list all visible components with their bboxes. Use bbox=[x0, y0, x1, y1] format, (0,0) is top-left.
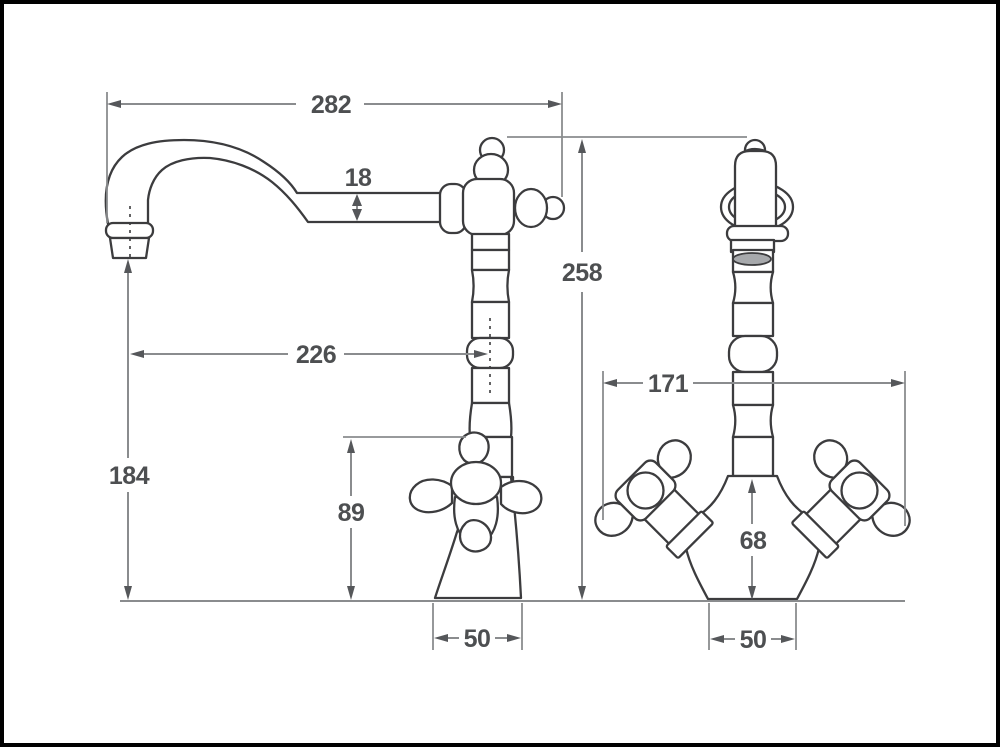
dim-handle-height: 89 bbox=[338, 436, 466, 600]
handle-arm-bottom bbox=[458, 518, 493, 553]
dim-spout-reach: 226 bbox=[130, 341, 488, 369]
arrow-left-icon bbox=[434, 634, 448, 642]
spout-curve bbox=[104, 138, 445, 226]
arrow-up-icon bbox=[578, 139, 586, 153]
arrow-down-icon bbox=[578, 586, 586, 600]
handle-hub bbox=[449, 460, 503, 506]
spout-opening-shade bbox=[732, 252, 772, 266]
arrow-left-icon bbox=[710, 635, 724, 643]
arrow-up-icon bbox=[352, 194, 362, 206]
dim-spout-tube: 18 bbox=[345, 164, 372, 221]
handle-arm-left bbox=[408, 478, 454, 514]
dim-base-width-front: 50 bbox=[708, 603, 797, 654]
spout-tube-front bbox=[733, 149, 778, 230]
front-view bbox=[594, 138, 911, 601]
arrow-right-icon bbox=[891, 379, 905, 387]
dim-label-spout-reach: 226 bbox=[296, 341, 336, 369]
dimensions: 282 18 258 226 bbox=[106, 91, 906, 654]
arrow-left-icon bbox=[603, 379, 617, 387]
handle-knob bbox=[594, 501, 634, 537]
dim-label-overall-height: 258 bbox=[562, 259, 603, 287]
arrow-up-icon bbox=[124, 259, 132, 273]
cross-handle-front-left bbox=[594, 439, 714, 559]
handle-boss-collar bbox=[665, 510, 714, 559]
dim-spout-height: 184 bbox=[109, 259, 150, 600]
arrow-down-icon bbox=[352, 209, 362, 221]
dim-label-base-width-front: 50 bbox=[740, 626, 767, 654]
arrow-up-icon bbox=[347, 439, 355, 453]
dim-base-width-side: 50 bbox=[432, 603, 523, 653]
dim-label-handle-height: 89 bbox=[338, 499, 365, 527]
spout-collar-front bbox=[725, 224, 790, 243]
dim-label-body-height: 68 bbox=[740, 527, 767, 555]
dim-label-spout-height: 184 bbox=[109, 462, 150, 490]
body-main bbox=[461, 177, 516, 237]
dim-label-handle-span: 171 bbox=[648, 370, 689, 398]
arrow-left-icon bbox=[107, 100, 121, 108]
arrow-left-icon bbox=[130, 350, 144, 358]
arrow-down-icon bbox=[748, 586, 756, 600]
arrow-down-icon bbox=[347, 586, 355, 600]
cross-handle-side bbox=[408, 431, 543, 553]
body-right-ball bbox=[513, 187, 549, 229]
handle-knob bbox=[813, 439, 849, 479]
column-side bbox=[465, 232, 515, 439]
handle-boss-collar bbox=[791, 510, 840, 559]
cross-handle-front-right bbox=[791, 439, 911, 559]
dim-overall-width: 282 bbox=[106, 91, 563, 223]
dim-label-overall-width: 282 bbox=[311, 91, 351, 119]
arrow-right-icon bbox=[781, 635, 795, 643]
handle-knob bbox=[656, 439, 692, 479]
column-front bbox=[727, 248, 779, 478]
arrow-right-icon bbox=[548, 100, 562, 108]
handle-hub-cap bbox=[626, 471, 665, 510]
arrow-up-icon bbox=[748, 479, 756, 493]
handle-knob bbox=[871, 501, 911, 537]
column-ball-front bbox=[727, 334, 779, 374]
handle-arm-right bbox=[499, 479, 543, 515]
dim-label-spout-tube: 18 bbox=[345, 164, 372, 192]
dim-handle-span: 171 bbox=[602, 370, 906, 526]
arrow-right-icon bbox=[507, 634, 521, 642]
dim-label-base-width-side: 50 bbox=[464, 625, 491, 653]
dim-overall-height: 258 bbox=[507, 136, 747, 600]
arrow-down-icon bbox=[124, 586, 132, 600]
dim-body-height: 68 bbox=[740, 479, 767, 600]
arrow-right-icon bbox=[474, 350, 488, 358]
handle-hub-cap bbox=[840, 471, 879, 510]
